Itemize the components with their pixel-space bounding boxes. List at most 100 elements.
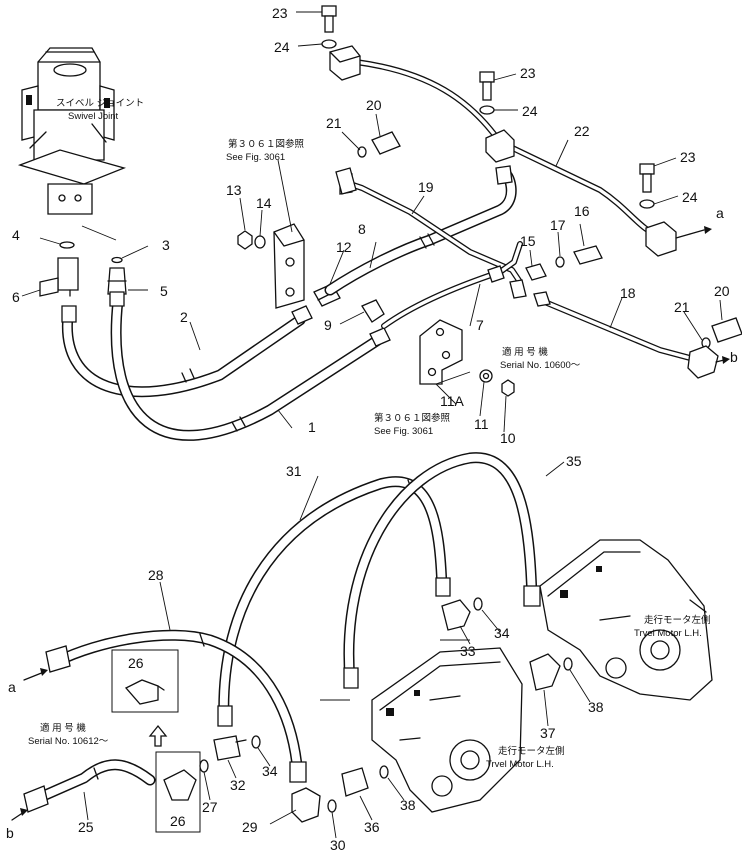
part-label-12: 12 [336,239,352,255]
oring-27 [199,759,209,773]
clamp-top-2 [485,129,515,163]
see-fig-top-en: See Fig. 3061 [226,152,285,163]
part-label-23-a: 23 [272,5,288,21]
hose-28 [50,629,304,782]
part-label-25: 25 [78,819,94,835]
leader-lines [21,11,723,839]
travel-motor-right [539,539,713,701]
part-label-9: 9 [324,317,332,333]
washer-17 [555,256,565,268]
part-label-24-b: 24 [522,103,538,119]
part-label-11: 11 [474,416,489,432]
bolt-16 [573,245,603,265]
see-fig-bottom-en: See Fig. 3061 [374,426,433,437]
part-label-1: 1 [308,419,316,435]
oring-38-a [379,765,389,779]
part-label-30: 30 [330,837,346,853]
bolt-20-b [701,317,742,349]
connector-fitting-5 [107,256,127,295]
motor-left-en: Trvel Motor L.H. [486,759,554,770]
hose-2 [61,309,306,398]
see-fig-top-jp: 第３０６１図参照 [228,138,305,150]
bolt-23-c [639,163,655,209]
swivel-joint-label-en: Swivel Joint [68,111,119,122]
part-label-29: 29 [242,819,258,835]
part-label-35: 35 [566,453,582,469]
oring-30 [327,799,337,813]
connector-label-b-bottom: b [6,825,14,841]
hose-25 [28,759,156,806]
part-label-28: 28 [148,567,164,583]
nut-10 [501,379,515,397]
elbow-37 [529,653,561,691]
tube-22 [353,59,663,239]
connector-9 [361,299,385,323]
connector-36 [341,767,369,797]
bracket-tube-19-end [335,167,357,195]
part-label-7: 7 [476,317,484,333]
part-label-4: 4 [12,227,20,243]
motor-right-en: Trvel Motor L.H. [634,628,702,639]
part-label-24-a: 24 [274,39,290,55]
oring-38-b [563,657,573,671]
arrow-b-bottom [11,808,28,821]
part-label-20-a: 20 [366,97,382,113]
serial-bottom-jp: 適 用 号 機 [40,722,86,734]
part-label-11a: 11A [440,393,465,409]
washer-11 [479,369,493,383]
tube-7 [381,241,523,329]
clamp-top-3 [645,221,691,257]
washer-14 [254,235,266,249]
bolt-23-b [479,71,495,115]
part-label-5: 5 [160,283,168,299]
part-label-37: 37 [540,725,556,741]
part-label-34-a: 34 [262,763,278,779]
part-label-22: 22 [574,123,590,139]
part-label-17: 17 [550,217,566,233]
tube-19 [341,179,523,285]
part-label-21-b: 21 [674,299,690,315]
part-label-13: 13 [226,182,242,198]
connector-label-a-bottom: a [8,679,16,695]
part-label-26-a: 26 [128,655,144,671]
connector-label-b-top: b [730,349,738,365]
oring-34-a [251,735,261,749]
swivel-joint-label-jp: スイベル ジョイント [56,98,144,109]
motor-right-jp: 走行モータ左側 [644,614,711,626]
clip-15 [525,263,547,281]
part-label-38-a: 38 [400,797,416,813]
part-label-14: 14 [256,195,272,211]
nut-13 [237,230,253,250]
part-label-21-a: 21 [326,115,342,131]
part-label-18: 18 [620,285,636,301]
part-label-23-c: 23 [680,149,696,165]
arrow-up-26 [148,724,168,747]
bolt-23-a [321,5,337,49]
part-label-31: 31 [286,463,302,479]
part-label-36: 36 [364,819,380,835]
part-label-20-b: 20 [714,283,730,299]
part-label-10: 10 [500,430,516,446]
travel-motor-left [371,647,523,813]
part-label-6: 6 [12,289,20,305]
part-label-23-b: 23 [520,65,536,81]
clamp-top-1 [329,45,361,81]
oring-34-b [473,597,483,611]
part-label-34-b: 34 [494,625,510,641]
part-label-16: 16 [574,203,590,219]
part-label-19: 19 [418,179,434,195]
bracket-left [273,223,305,309]
hose-1 [110,294,384,441]
elbow-29 [291,787,321,823]
clamp-18-end [687,345,719,379]
arrow-a-bottom [23,668,48,681]
part-label-27: 27 [202,799,218,815]
serial-top-en: Serial No. 10600～ [500,360,581,371]
motor-left-jp: 走行モータ左側 [498,745,565,757]
part-number-labels: 1 2 3 4 5 6 7 8 9 10 11 11A 12 13 14 15 … [12,5,730,853]
part-label-32: 32 [230,777,246,793]
bracket-right [419,319,463,385]
serial-bottom-en: Serial No. 10612～ [28,736,109,747]
part-label-33: 33 [460,643,476,659]
part-label-38-b: 38 [588,699,604,715]
